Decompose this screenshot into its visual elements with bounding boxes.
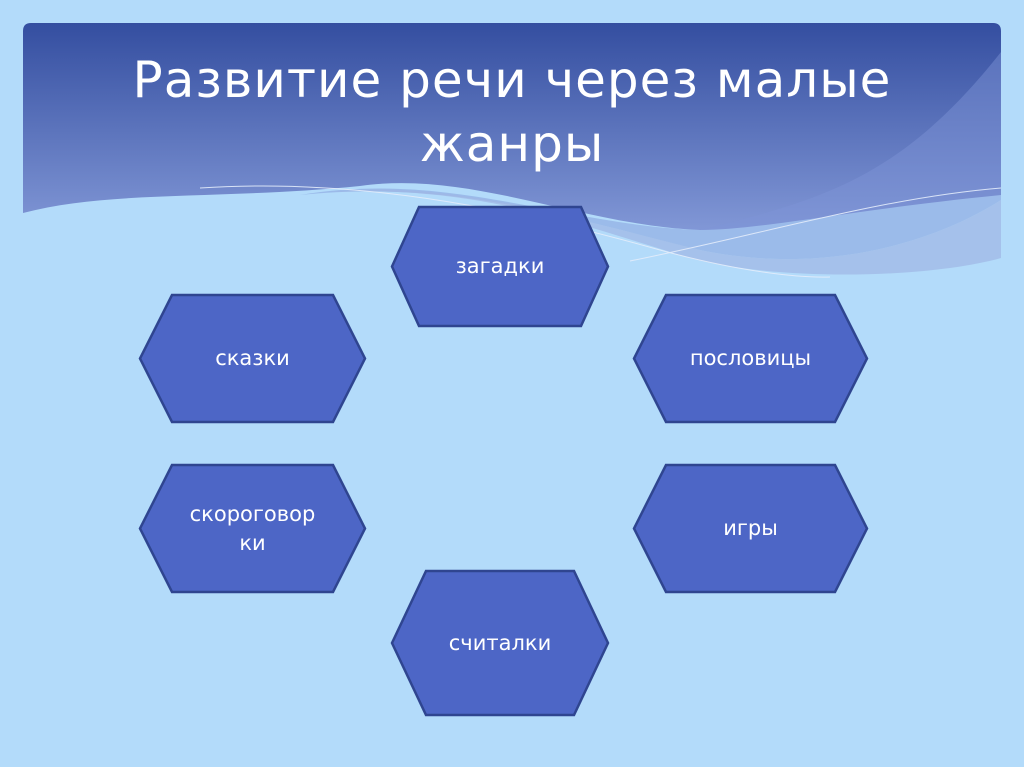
- genre-label: сказки: [215, 346, 290, 370]
- genre-hexagon-poslovitsy[interactable]: пословицы: [632, 293, 869, 424]
- hexagon-shape: [138, 463, 367, 594]
- genre-label: загадки: [455, 254, 545, 278]
- slide-title: Развитие речи через малые жанры: [132, 51, 892, 173]
- title-banner: [23, 23, 1002, 278]
- genre-hexagon-skorogovorki[interactable]: скороговорки: [138, 463, 367, 594]
- genre-label: игры: [723, 516, 778, 540]
- genre-hexagon-schitalki[interactable]: считалки: [390, 569, 610, 717]
- genre-label: пословицы: [689, 346, 812, 370]
- genre-label: скороговорки: [189, 501, 316, 555]
- hexagon-shape: [632, 463, 869, 594]
- genre-hexagon-zagadki[interactable]: загадки: [390, 205, 610, 328]
- hexagon-shape: [138, 293, 367, 424]
- genre-hexagon-skazki[interactable]: сказки: [138, 293, 367, 424]
- hexagon-shape: [390, 205, 610, 328]
- genre-hexagon-igry[interactable]: игры: [632, 463, 869, 594]
- hexagon-shape: [390, 569, 610, 717]
- genre-label: считалки: [448, 630, 552, 655]
- hexagon-shape: [632, 293, 869, 424]
